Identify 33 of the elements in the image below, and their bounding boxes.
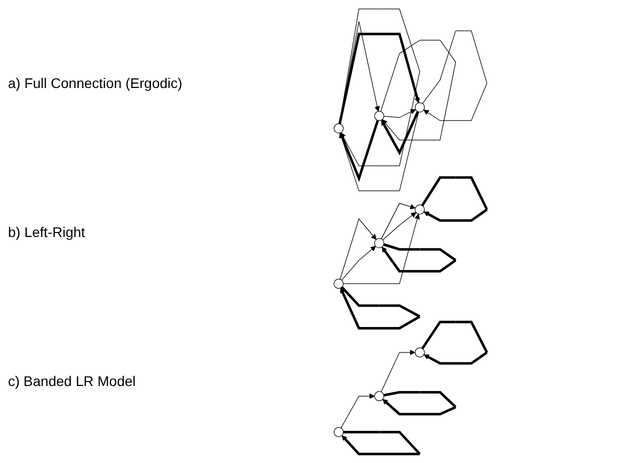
panel-label: c) Banded LR Model xyxy=(8,372,137,388)
arrow xyxy=(340,218,376,280)
panel-label: a) Full Connection (Ergodic) xyxy=(8,74,184,90)
node-circle xyxy=(414,102,425,112)
arrow xyxy=(382,243,456,272)
arrow xyxy=(339,8,420,166)
node-circle xyxy=(414,204,425,215)
arrow xyxy=(382,212,416,240)
arrow xyxy=(340,286,420,330)
arrow xyxy=(421,176,488,222)
arrow xyxy=(341,246,376,280)
arrow xyxy=(421,320,488,365)
arrow xyxy=(422,30,488,121)
node-circle xyxy=(374,110,384,121)
arrow xyxy=(380,40,456,140)
arrow xyxy=(380,350,416,392)
arrow xyxy=(381,111,419,156)
arrow xyxy=(340,393,375,428)
arrow xyxy=(381,202,416,240)
node-circle xyxy=(414,347,425,358)
panel-label: b) Left-Right xyxy=(8,224,86,240)
arrow xyxy=(338,32,420,124)
arrow xyxy=(339,112,419,192)
node-circle xyxy=(334,427,344,438)
arrow xyxy=(382,391,457,416)
node-circle xyxy=(374,391,384,402)
arrow xyxy=(342,430,421,456)
node-circle xyxy=(374,238,384,248)
arrow xyxy=(340,120,379,182)
arrow xyxy=(384,109,416,118)
arrow xyxy=(343,214,420,284)
node-circle xyxy=(334,123,344,134)
node-circle xyxy=(334,278,344,289)
